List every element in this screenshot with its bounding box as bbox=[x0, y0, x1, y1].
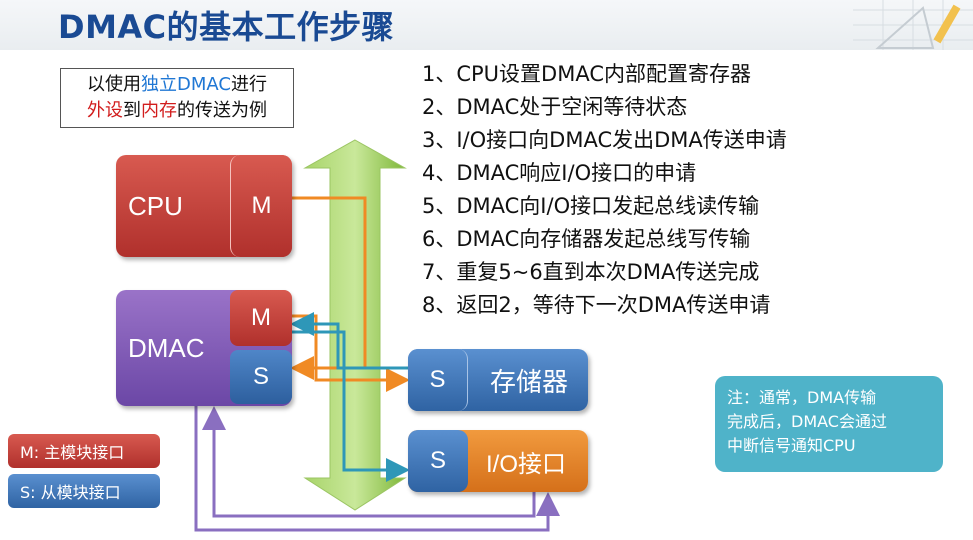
caption-highlight-memory: 内存 bbox=[141, 100, 177, 121]
legend-master: M: 主模块接口 bbox=[8, 434, 160, 468]
cpu-to-dmac-slave-line bbox=[290, 196, 367, 380]
io-interface-label: I/O接口 bbox=[486, 450, 567, 478]
io-to-dmac-master-line bbox=[290, 312, 408, 370]
legend-slave: S: 从模块接口 bbox=[8, 474, 160, 508]
io-slave-port: S bbox=[408, 430, 468, 492]
step-item: 2、DMAC处于空闲等待状态 bbox=[422, 95, 688, 119]
system-bus-arrow bbox=[303, 139, 407, 511]
cpu-master-label: M bbox=[251, 192, 272, 219]
caption-highlight-peripheral: 外设 bbox=[87, 100, 123, 121]
dmac-slave-label: S bbox=[252, 363, 269, 390]
caption-text: 到 bbox=[123, 100, 141, 121]
dmac-master-label: M bbox=[251, 304, 271, 331]
dmac-master-port: M bbox=[230, 290, 292, 346]
caption-highlight-dmac: 独立DMAC bbox=[141, 74, 231, 95]
step-item: 8、返回2，等待下一次DMA传送申请 bbox=[422, 293, 771, 317]
step-item: 1、CPU设置DMAC内部配置寄存器 bbox=[422, 62, 752, 86]
memory-label: 存储器 bbox=[490, 366, 569, 397]
caption-text: 的传送为例 bbox=[177, 100, 267, 121]
note-box: 注：通常，DMA传输 完成后，DMAC会通过 中断信号通知CPU bbox=[715, 376, 943, 472]
io-read-line bbox=[292, 330, 410, 482]
step-item: 5、DMAC向I/O接口发起总线读传输 bbox=[422, 194, 760, 218]
memory-slave-label: S bbox=[429, 366, 446, 393]
dma-request-line bbox=[202, 406, 536, 518]
title-bar bbox=[0, 0, 973, 50]
step-list: 1、CPU设置DMAC内部配置寄存器 2、DMAC处于空闲等待状态 3、I/O接… bbox=[422, 58, 787, 322]
drafting-tools-icon bbox=[853, 0, 973, 50]
note-line: 注：通常，DMA传输 bbox=[727, 388, 877, 407]
memory-slave-port: S bbox=[408, 349, 468, 411]
example-caption: 以使用独立DMAC进行 外设到内存的传送为例 bbox=[60, 68, 294, 128]
note-line: 中断信号通知CPU bbox=[727, 436, 856, 455]
page-title: DMAC的基本工作步骤 bbox=[58, 8, 395, 46]
note-line: 完成后，DMAC会通过 bbox=[727, 412, 887, 431]
step-item: 7、重复5~6直到本次DMA传送完成 bbox=[422, 260, 760, 284]
dma-ack-line bbox=[194, 406, 560, 532]
caption-text: 以使用 bbox=[87, 74, 142, 95]
step-item: 6、DMAC向存储器发起总线写传输 bbox=[422, 227, 751, 251]
step-item: 4、DMAC响应I/O接口的申请 bbox=[422, 161, 697, 185]
cpu-master-port: M bbox=[230, 155, 292, 257]
dmac-label: DMAC bbox=[128, 332, 205, 363]
step-item: 3、I/O接口向DMAC发出DMA传送申请 bbox=[422, 128, 787, 152]
cpu-label: CPU bbox=[128, 190, 183, 221]
caption-text: 进行 bbox=[230, 74, 267, 95]
io-slave-label: S bbox=[429, 447, 446, 474]
dmac-slave-port: S bbox=[230, 350, 292, 404]
